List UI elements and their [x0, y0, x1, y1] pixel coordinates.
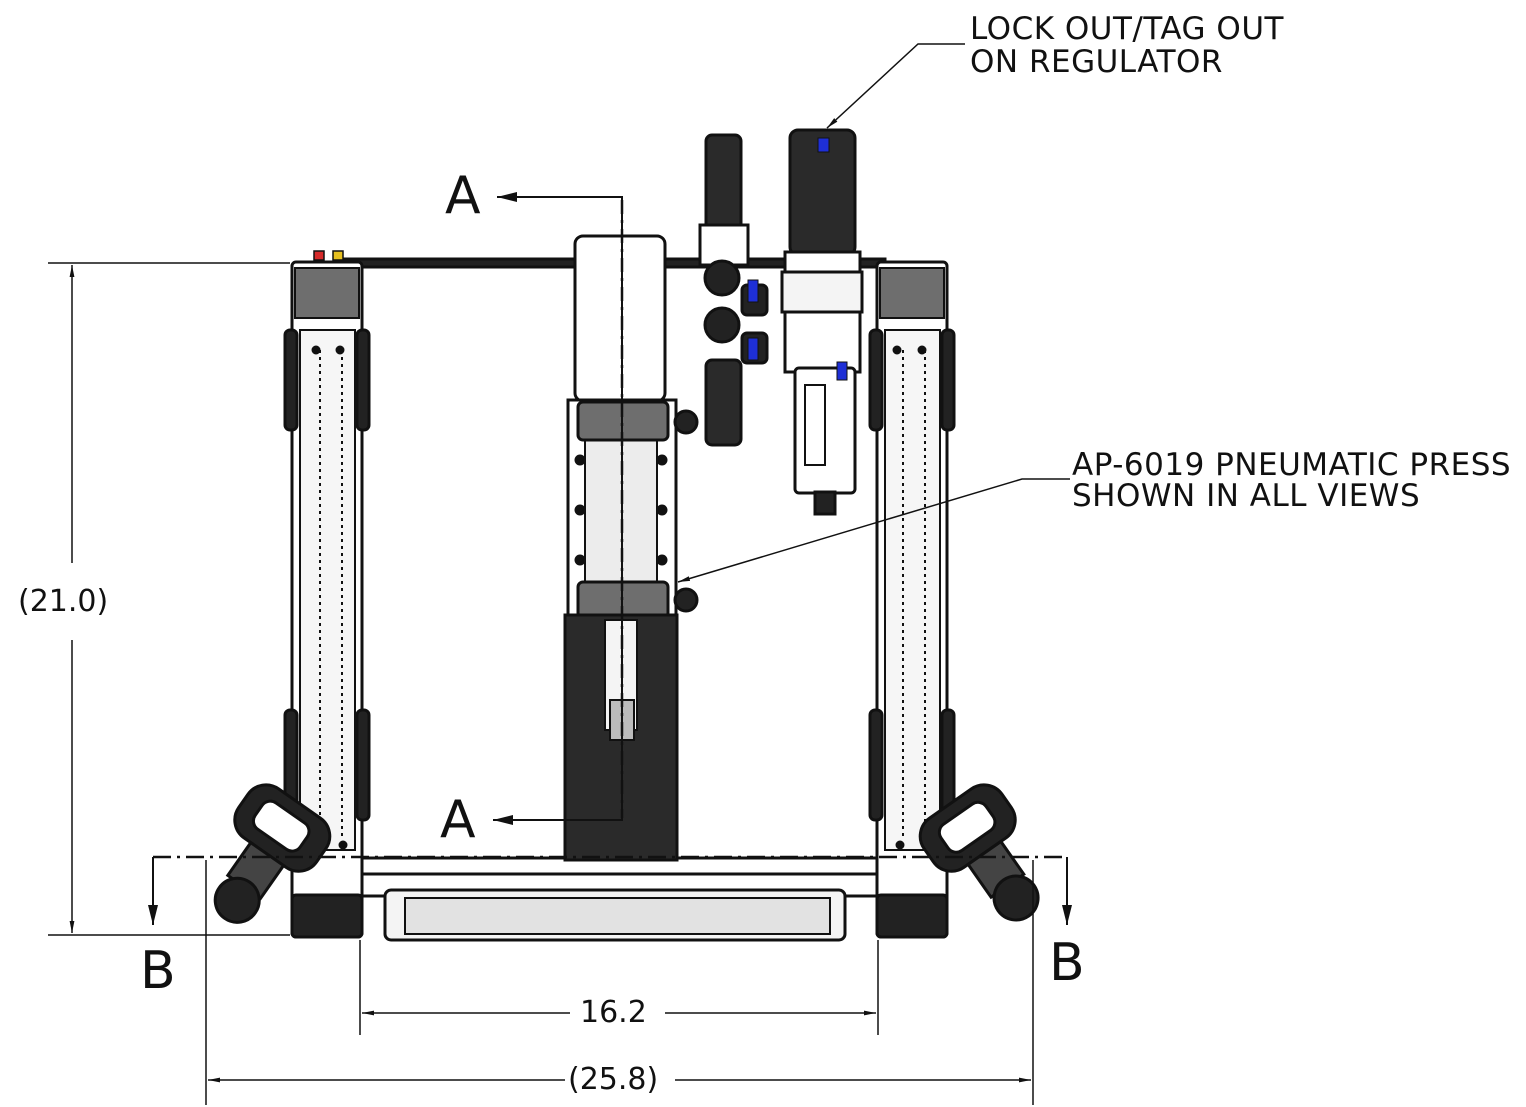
section-a-label-bottom: A — [440, 790, 476, 850]
section-b-label-right: B — [1049, 933, 1085, 993]
press-cylinder — [563, 234, 699, 862]
section-b-label-left: B — [140, 941, 176, 1001]
height-dimension — [48, 262, 290, 936]
indicator-light-red — [313, 250, 325, 261]
section-b-cut-line — [148, 855, 1072, 925]
regulator — [780, 128, 864, 516]
press-note-line2: SHOWN IN ALL VIEWS — [1072, 478, 1421, 514]
height-dimension-value: (21.0) — [18, 584, 109, 619]
overall-width-dimension-value: (25.8) — [568, 1062, 659, 1097]
lockout-note-line2: ON REGULATOR — [970, 44, 1223, 80]
valve-stack — [698, 133, 769, 447]
section-a-label-top: A — [445, 166, 481, 226]
right-caster — [918, 783, 1040, 922]
leader-lines — [677, 43, 1070, 583]
press-note-line1: AP-6019 PNEUMATIC PRESS — [1072, 447, 1512, 483]
inner-width-dimension-value: 16.2 — [580, 995, 647, 1030]
lockout-leader — [826, 43, 965, 129]
overall-width-value: 25.8 — [579, 1062, 647, 1097]
overall-width-dimension — [205, 860, 1034, 1105]
section-a-cut-line — [493, 192, 624, 825]
height-value: 21.0 — [29, 584, 97, 619]
press-leader — [677, 478, 1070, 583]
inner-width-dimension — [359, 940, 879, 1035]
indicator-light-yellow — [332, 250, 344, 261]
left-column — [283, 250, 371, 939]
press-assembly — [213, 128, 1040, 942]
lockout-note-line1: LOCK OUT/TAG OUT — [970, 11, 1284, 47]
